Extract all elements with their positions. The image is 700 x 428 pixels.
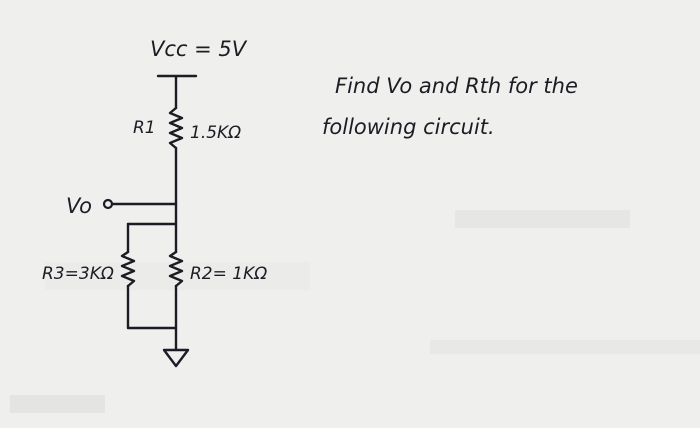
r1-resistor [168, 106, 184, 150]
vcc-label: Vcc = 5V [150, 37, 248, 61]
r2-resistor [168, 250, 184, 288]
ground-icon [162, 348, 190, 368]
problem-line-1: Find Vo and Rth for the [335, 74, 578, 98]
r1-name-label: R1 [133, 118, 156, 138]
r3-label: R3=3KΩ [42, 264, 114, 284]
r3-resistor [120, 250, 136, 288]
problem-line-2: following circuit. [322, 115, 495, 139]
circuit-diagram [102, 74, 198, 368]
vo-label: Vo [66, 194, 92, 218]
r1-value-label: 1.5KΩ [190, 123, 241, 143]
r2-label: R2= 1KΩ [190, 264, 267, 284]
